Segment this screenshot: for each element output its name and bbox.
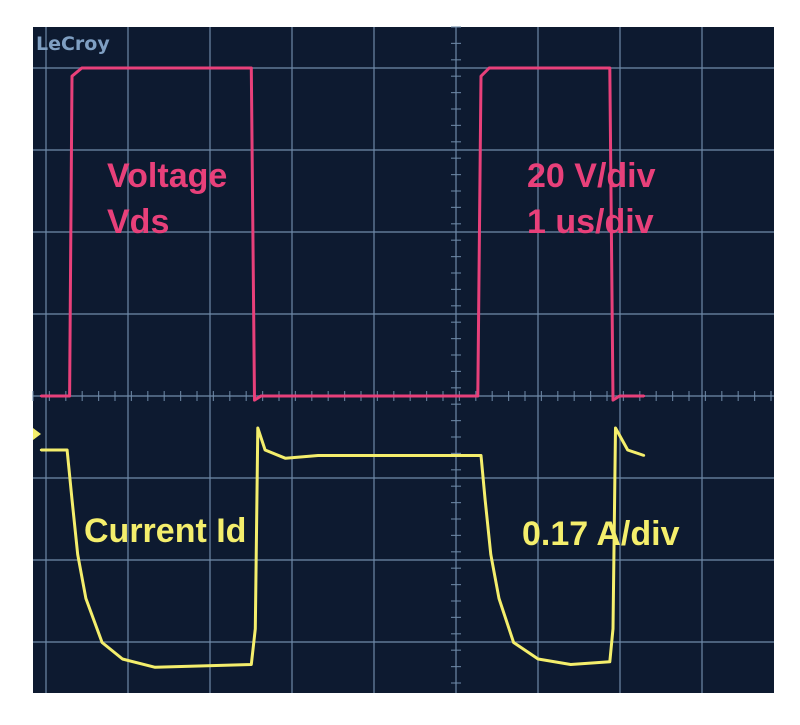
current-trace-point	[642, 454, 646, 457]
voltage-trace-point	[618, 394, 621, 398]
current-trace-point	[512, 641, 515, 644]
current-trace-point	[153, 666, 157, 669]
voltage-label-line2: Vds	[107, 203, 169, 241]
current-trace-point	[497, 597, 501, 600]
current-trace-point	[479, 454, 483, 457]
voltage-trace-point	[476, 394, 479, 398]
time-scale-label: 1 us/div	[527, 203, 654, 241]
voltage-trace-point	[611, 398, 615, 402]
voltage-trace-point	[479, 75, 483, 78]
voltage-trace-point	[68, 394, 71, 398]
current-trace-point	[489, 553, 492, 556]
voltage-scale-label: 20 V/div	[527, 157, 656, 195]
trace-layer	[39, 66, 646, 669]
voltage-trace-point	[250, 66, 253, 70]
current-trace-point	[263, 448, 267, 452]
current-trace-point	[536, 657, 540, 661]
current-trace-point	[611, 627, 615, 630]
current-trace-point	[65, 448, 69, 452]
current-trace-point	[100, 641, 104, 644]
ground-marker-icon	[33, 428, 41, 440]
screen-background	[33, 27, 774, 693]
current-trace-point	[626, 448, 629, 452]
current-trace-point	[121, 657, 124, 661]
voltage-trace-point	[642, 394, 646, 398]
voltage-trace-point	[608, 66, 611, 70]
current-scale-label: 0.17 A/div	[522, 515, 680, 553]
voltage-trace-point	[80, 66, 84, 70]
current-trace-point	[84, 597, 88, 600]
current-trace-point	[316, 454, 320, 457]
voltage-trace-point	[488, 66, 491, 70]
current-trace-point	[483, 498, 487, 501]
current-trace-point	[569, 663, 572, 666]
current-trace-point	[76, 553, 79, 556]
voltage-label-line1: Voltage	[107, 157, 227, 195]
current-trace-point	[284, 457, 287, 460]
current-trace-point	[608, 660, 611, 663]
voltage-trace-point	[39, 394, 43, 398]
voltage-trace-point	[259, 394, 263, 398]
voltage-trace-point	[70, 75, 74, 78]
current-trace-point	[70, 498, 74, 501]
current-trace-point	[254, 627, 257, 630]
current-trace-point	[365, 454, 369, 457]
current-trace-point	[256, 426, 259, 430]
current-trace-point	[39, 448, 43, 452]
brand-logo: LeCroy	[36, 33, 110, 55]
voltage-trace	[41, 66, 644, 402]
current-trace-point	[250, 663, 253, 666]
current-trace-point	[614, 426, 617, 430]
current-label: Current Id	[84, 512, 246, 550]
voltage-trace-point	[253, 398, 256, 402]
